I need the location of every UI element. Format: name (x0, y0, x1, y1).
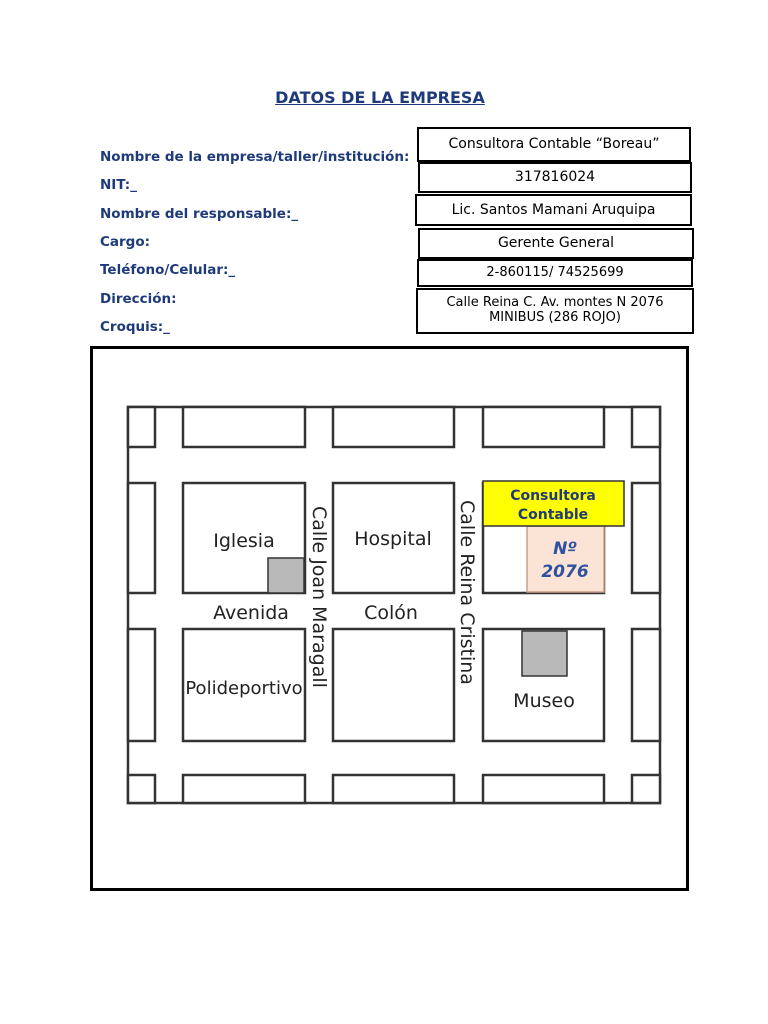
value-phone: 2-860115/ 74525699 (417, 259, 693, 287)
block (126, 405, 157, 449)
label-colon: Colón (364, 602, 418, 624)
museo-marker (521, 630, 568, 677)
label-polideportivo: Polideportivo (185, 678, 302, 699)
block-hospital (331, 481, 456, 595)
block (181, 773, 307, 805)
highlight-line-2: Contable (518, 507, 588, 523)
block (181, 405, 307, 449)
label-calle-joan: Calle Joan Maragall (308, 506, 330, 688)
block (126, 773, 157, 805)
location-map: Iglesia Hospital Polideportivo Museo Ave… (126, 405, 662, 805)
block (481, 773, 606, 805)
block (481, 405, 606, 449)
highlight-line-1: Consultora (510, 488, 596, 504)
block (630, 481, 662, 595)
label-calle-reina: Calle Reina Cristina (456, 500, 478, 685)
block (331, 773, 456, 805)
block-polideportivo (181, 627, 307, 743)
sketch-frame: Iglesia Hospital Polideportivo Museo Ave… (90, 346, 689, 891)
block (331, 405, 456, 449)
value-company-name: Consultora Contable “Boreau” (417, 127, 691, 162)
label-avenida: Avenida (213, 602, 289, 624)
number-line-1: Nº (553, 539, 577, 559)
business-highlight (482, 480, 625, 527)
label-address: Dirección: (100, 291, 177, 307)
label-company-name: Nombre de la empresa/taller/institución: (100, 149, 410, 165)
label-hospital: Hospital (354, 528, 432, 550)
block-center (331, 627, 456, 743)
block (630, 405, 662, 449)
address-line-2: MINIBUS (286 ROJO) (489, 310, 621, 325)
label-position: Cargo: (100, 234, 151, 250)
block (126, 481, 157, 595)
block (630, 627, 662, 743)
label-iglesia: Iglesia (213, 530, 274, 552)
value-nit: 317816024 (418, 162, 692, 193)
number-box (526, 525, 605, 593)
label-museo: Museo (513, 690, 575, 712)
block (630, 773, 662, 805)
page-title: DATOS DE LA EMPRESA (275, 88, 485, 107)
iglesia-marker (267, 557, 305, 594)
value-responsible: Lic. Santos Mamani Aruquipa (415, 194, 692, 226)
number-line-2: 2076 (541, 562, 588, 582)
label-phone: Teléfono/Celular:_ (100, 262, 236, 278)
label-nit: NIT:_ (100, 177, 137, 193)
value-address: Calle Reina C. Av. montes N 2076 MINIBUS… (416, 288, 694, 334)
address-line-1: Calle Reina C. Av. montes N 2076 (446, 295, 664, 311)
label-sketch: Croquis:_ (100, 319, 170, 335)
block (126, 627, 157, 743)
label-responsible: Nombre del responsable:_ (100, 206, 299, 222)
value-position: Gerente General (418, 228, 694, 259)
